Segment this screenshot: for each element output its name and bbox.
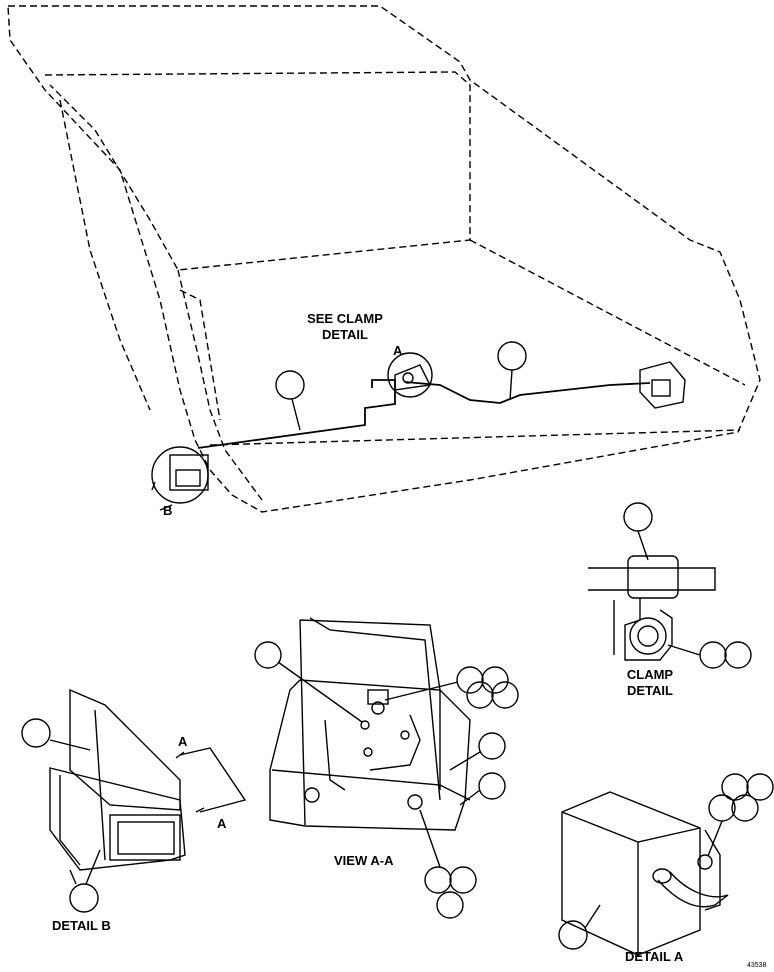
clamp-a-marker	[387, 352, 433, 398]
marker-a-label: A	[393, 343, 403, 358]
main-callouts	[275, 341, 527, 431]
detail-b-label: DETAIL B	[52, 918, 111, 933]
clamp-detail-line1: CLAMP	[626, 667, 674, 682]
clamp-detail-line2: DETAIL	[627, 683, 673, 698]
see-clamp-detail-line2: DETAIL	[322, 327, 368, 342]
detail-b-drawing	[21, 688, 247, 913]
detail-a-label: DETAIL A	[625, 949, 684, 964]
figure-number: 43538	[747, 962, 767, 969]
connector-b	[151, 446, 209, 504]
see-clamp-detail-line1: SEE CLAMP	[307, 311, 383, 326]
view-aa-drawing	[254, 617, 519, 919]
detail-a-drawing	[558, 773, 774, 956]
harness-cable	[197, 379, 651, 449]
see-clamp-detail-label: SEE CLAMP DETAIL	[300, 311, 390, 343]
arrow-a-lower-label: A	[217, 816, 227, 831]
arrow-a-upper-label: A	[178, 734, 188, 749]
clamp-detail-label: CLAMP DETAIL	[612, 667, 688, 699]
vehicle-body-outline	[7, 5, 761, 513]
view-aa-label: VIEW A-A	[334, 853, 394, 868]
marker-b-label: B	[163, 503, 173, 518]
connector-right	[639, 361, 686, 409]
clamp-detail-drawing	[588, 502, 752, 669]
